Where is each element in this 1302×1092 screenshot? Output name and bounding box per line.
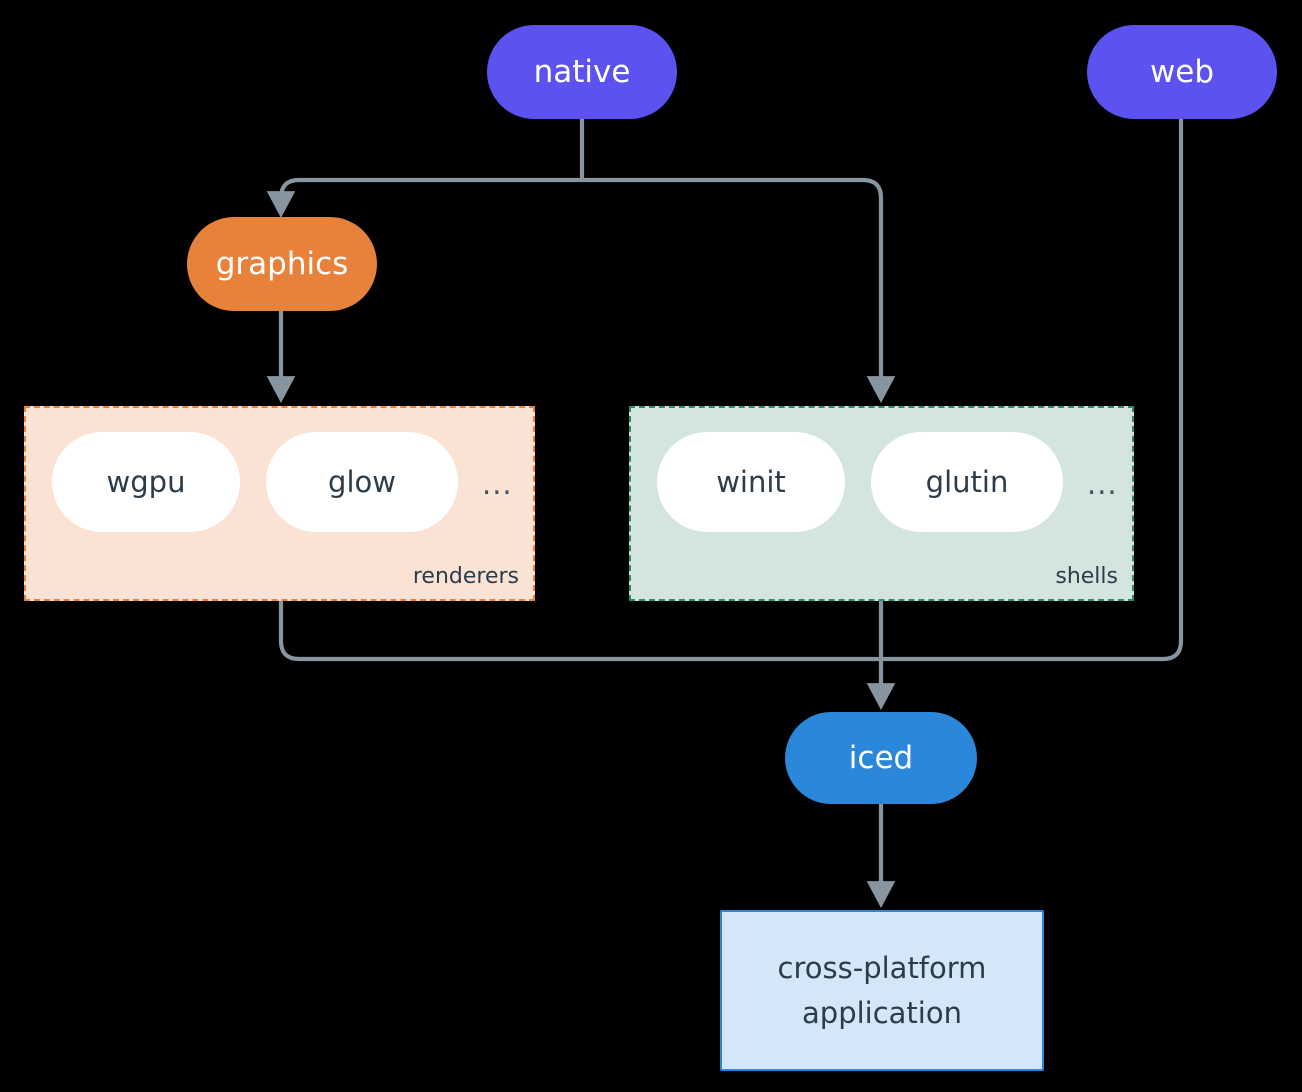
node-graphics-label: graphics	[215, 245, 349, 282]
group-renderers: wgpu glow ... renderers	[24, 406, 535, 601]
node-native[interactable]: native	[487, 25, 677, 119]
node-web[interactable]: web	[1087, 25, 1277, 119]
group-shells-caption: shells	[1055, 564, 1118, 589]
chip-winit-label: winit	[716, 464, 786, 499]
node-iced[interactable]: iced	[785, 712, 977, 804]
renderers-more-ellipsis: ...	[482, 467, 513, 501]
node-native-label: native	[533, 53, 631, 90]
node-web-label: web	[1149, 53, 1215, 90]
group-shells: winit glutin ... shells	[629, 406, 1134, 601]
chip-winit[interactable]: winit	[657, 432, 845, 532]
edge-native-to-graphics	[266, 177, 582, 219]
edge-native-to-shells	[582, 177, 896, 404]
group-renderers-caption: renderers	[412, 564, 519, 589]
node-application-line2: application	[802, 995, 962, 1030]
node-cross-platform-application[interactable]: cross-platform application	[720, 910, 1044, 1071]
chip-wgpu-label: wgpu	[106, 464, 186, 499]
edge-renderers-to-iced	[278, 601, 881, 662]
shells-more-ellipsis: ...	[1087, 467, 1118, 501]
chip-wgpu[interactable]: wgpu	[52, 432, 240, 532]
chip-glow-label: glow	[328, 464, 396, 499]
node-iced-label: iced	[848, 739, 914, 776]
chip-glow[interactable]: glow	[266, 432, 458, 532]
node-application-line1: cross-platform	[777, 950, 987, 985]
chip-glutin[interactable]: glutin	[871, 432, 1063, 532]
chip-glutin-label: glutin	[925, 464, 1009, 499]
node-graphics[interactable]: graphics	[187, 217, 377, 311]
edge-web-to-iced	[881, 119, 1184, 662]
